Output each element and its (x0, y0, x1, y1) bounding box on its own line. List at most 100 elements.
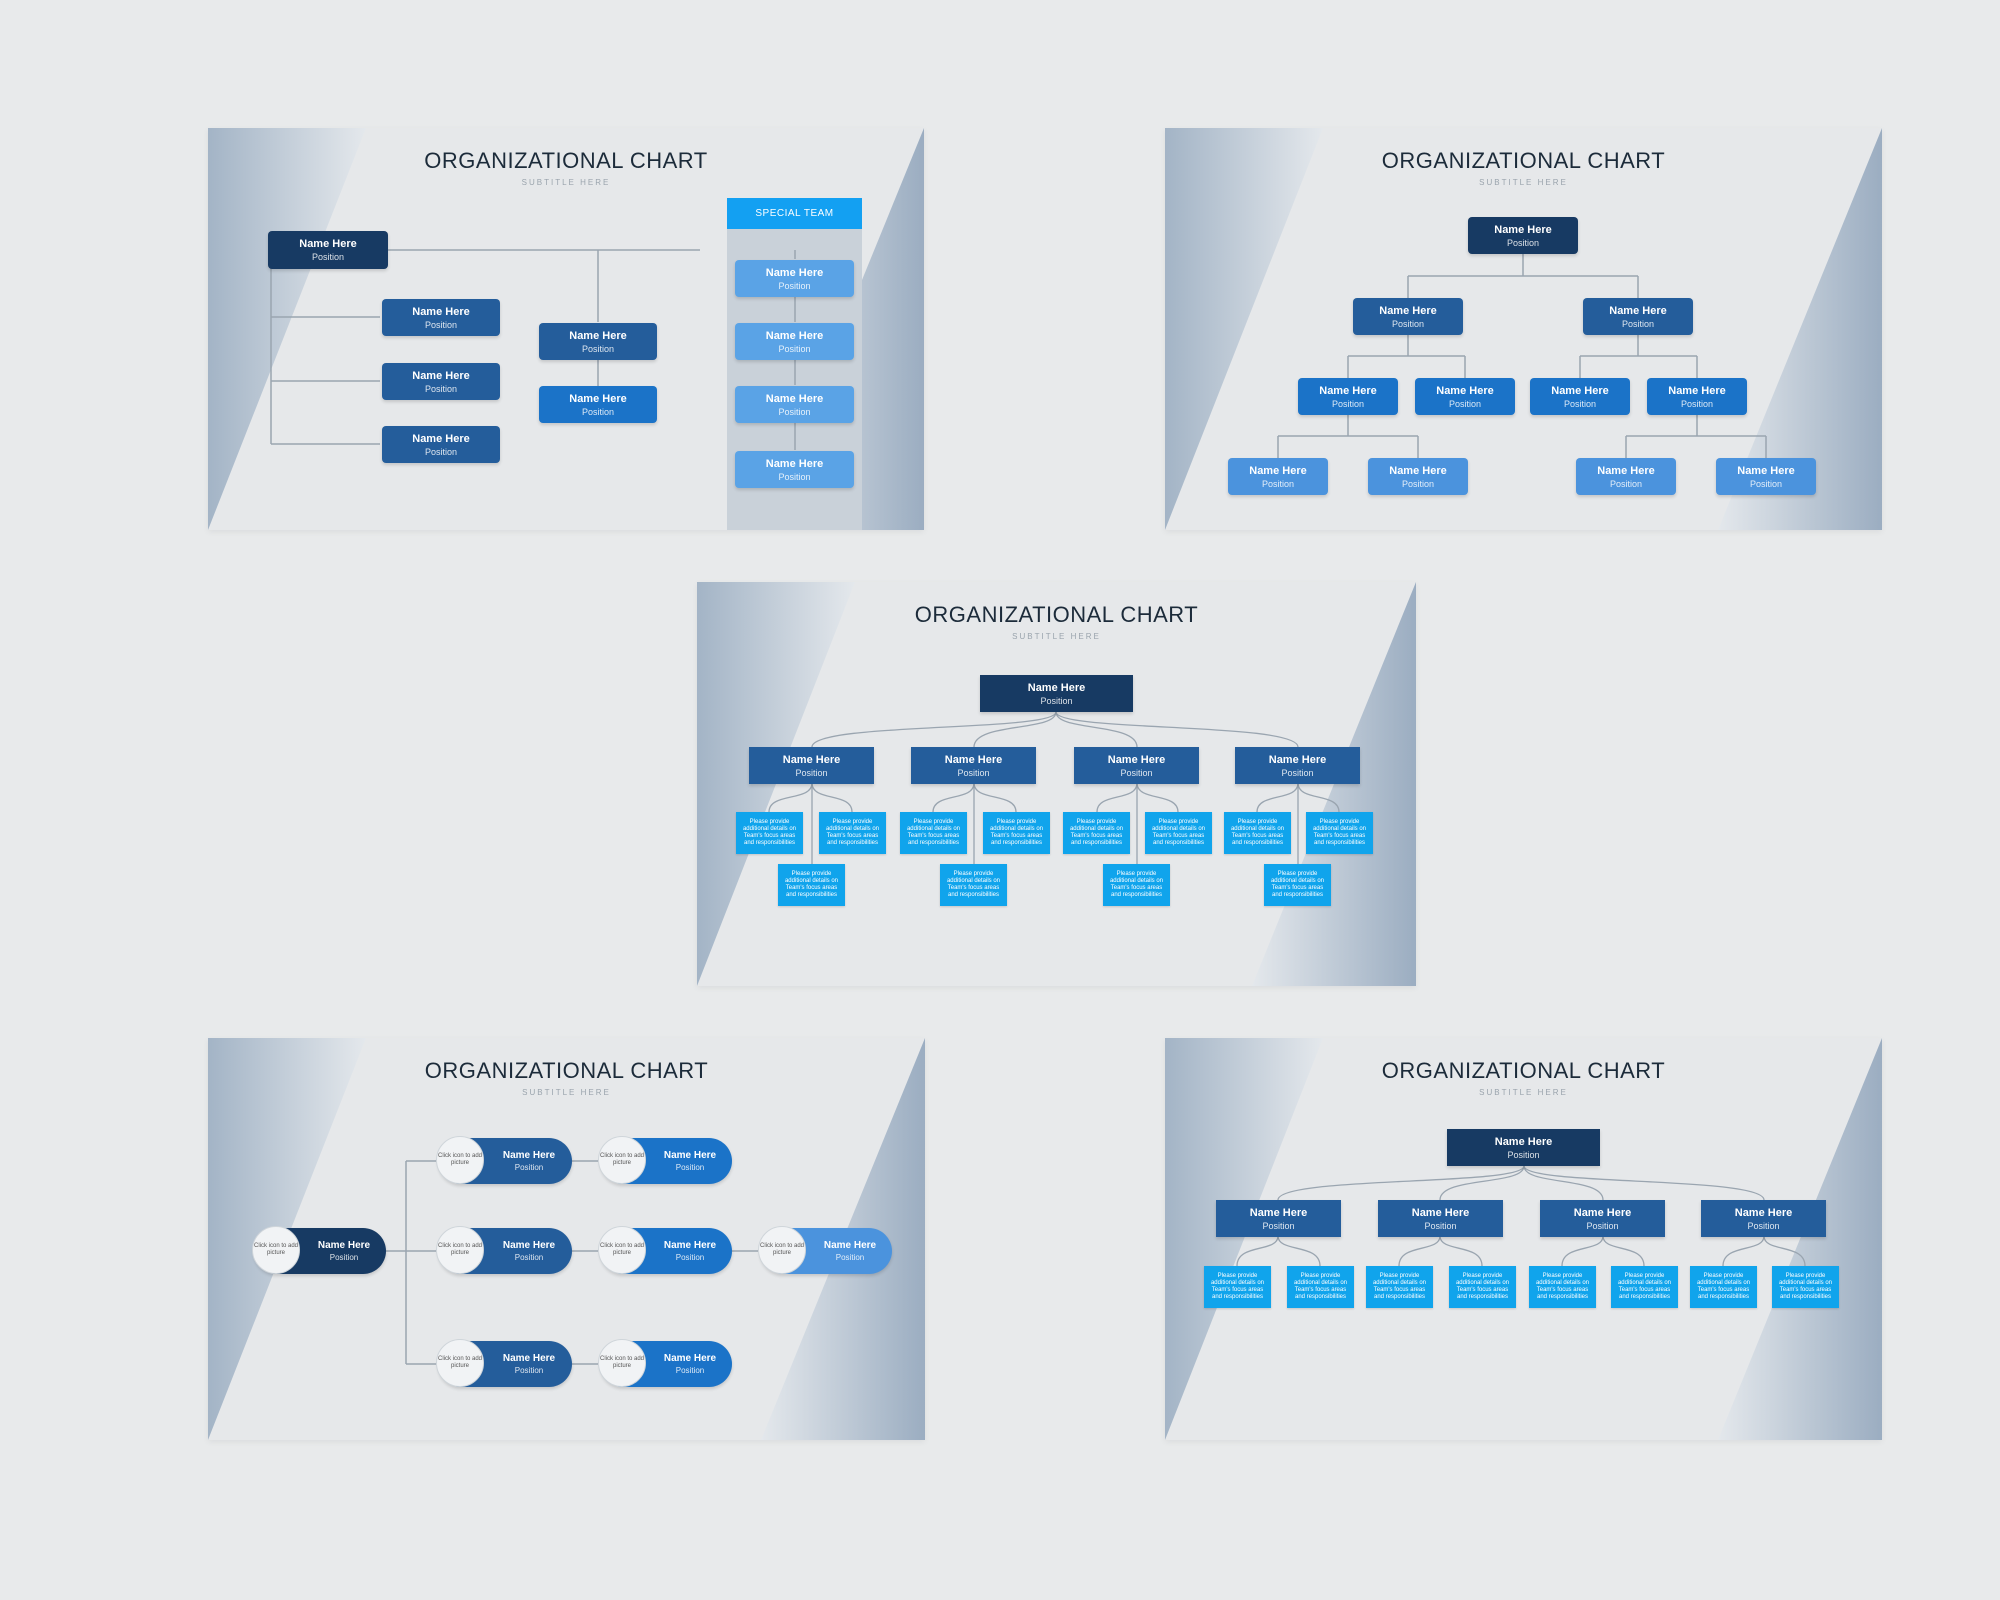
node-name: Name Here (1551, 384, 1609, 397)
node-position: Position (329, 1253, 359, 1262)
details-box[interactable]: Please provide additional details on Tea… (983, 812, 1050, 854)
details-box[interactable]: Please provide additional details on Tea… (1264, 864, 1331, 906)
left-node-3[interactable]: Name Here Position (382, 426, 500, 463)
top-node[interactable]: Name Here Position (268, 231, 388, 269)
left-node-2[interactable]: Name Here Position (382, 363, 500, 400)
team-node-1[interactable]: Name Here Position (735, 260, 854, 297)
team-node-3[interactable]: Name Here Position (735, 386, 854, 423)
node-position: Position (581, 343, 615, 354)
middle-node-2[interactable]: Name Here Position (539, 386, 657, 423)
node-position: Position (1586, 1220, 1619, 1231)
details-box[interactable]: Please provide additional details on Tea… (1366, 1266, 1433, 1308)
dept-node-3[interactable]: Name Here Position (1074, 747, 1199, 784)
details-box[interactable]: Please provide additional details on Tea… (1449, 1266, 1516, 1308)
slide-subtitle: SUBTITLE HERE (522, 1088, 611, 1097)
slide-title: ORGANIZATIONAL CHART (424, 148, 708, 173)
dept-node-2[interactable]: Name Here Position (1378, 1200, 1503, 1237)
details-box[interactable]: Please provide additional details on Tea… (1224, 812, 1291, 854)
level4-node-1[interactable]: Name Here Position (1228, 458, 1328, 495)
dept-node-4[interactable]: Name Here Position (1701, 1200, 1826, 1237)
node-position: Position (957, 767, 990, 778)
details-box[interactable]: Please provide additional details on Tea… (1204, 1266, 1271, 1308)
node-name: Name Here (765, 329, 824, 342)
level4-node-2[interactable]: Name Here Position (1368, 458, 1468, 495)
left-node-1[interactable]: Name Here Position (382, 299, 500, 336)
slide-2: ORGANIZATIONAL CHART SUBTITLE HERE (1165, 128, 1882, 530)
level3-node-4[interactable]: Name Here Position (1647, 378, 1747, 415)
node-name: Name Here (1436, 384, 1494, 397)
slide-background (1165, 128, 1882, 530)
top-node[interactable]: Name Here Position (1447, 1129, 1600, 1166)
top-node[interactable]: Name Here Position (980, 675, 1133, 712)
node-position: Position (1448, 398, 1482, 409)
picture-placeholder-icon[interactable]: Click icon to add picture (758, 1226, 806, 1274)
connector-lines (386, 1160, 758, 1365)
details-box[interactable]: Please provide additional details on Tea… (1690, 1266, 1757, 1308)
details-box[interactable]: Please provide additional details on Tea… (900, 812, 967, 854)
node-name: Name Here (944, 753, 1003, 766)
slide-subtitle: SUBTITLE HERE (521, 178, 611, 187)
connector-lines (1236, 1165, 1806, 1267)
dept-node-3[interactable]: Name Here Position (1540, 1200, 1665, 1237)
level4-node-4[interactable]: Name Here Position (1716, 458, 1816, 495)
level3-node-1[interactable]: Name Here Position (1298, 378, 1398, 415)
dept-node-4[interactable]: Name Here Position (1235, 747, 1360, 784)
picture-placeholder-icon[interactable]: Click icon to add picture (598, 1136, 646, 1184)
details-box[interactable]: Please provide additional details on Tea… (1063, 812, 1130, 854)
slide-title: ORGANIZATIONAL CHART (914, 602, 1199, 627)
node-name: Name Here (1107, 753, 1166, 766)
details-box[interactable]: Please provide additional details on Tea… (1529, 1266, 1596, 1308)
picture-placeholder-icon[interactable]: Click icon to add picture (252, 1226, 300, 1274)
team-node-4[interactable]: Name Here Position (735, 451, 854, 488)
slide-background (1165, 1038, 1882, 1440)
node-position: Position (1401, 478, 1435, 489)
details-box[interactable]: Please provide additional details on Tea… (1145, 812, 1212, 854)
picture-placeholder-icon[interactable]: Click icon to add picture (436, 1136, 484, 1184)
picture-placeholder-icon[interactable]: Click icon to add picture (598, 1339, 646, 1387)
node-position: Position (778, 406, 811, 417)
picture-placeholder-icon[interactable]: Click icon to add picture (598, 1226, 646, 1274)
details-box[interactable]: Please provide additional details on Tea… (736, 812, 803, 854)
node-name: Name Here (782, 753, 841, 766)
node-name: Name Here (1319, 384, 1377, 397)
details-box[interactable]: Please provide additional details on Tea… (819, 812, 886, 854)
dept-node-1[interactable]: Name Here Position (1216, 1200, 1341, 1237)
node-name: Name Here (1597, 464, 1655, 477)
details-box[interactable]: Please provide additional details on Tea… (778, 864, 845, 906)
node-position: Position (675, 1163, 705, 1172)
level3-node-3[interactable]: Name Here Position (1530, 378, 1630, 415)
team-node-2[interactable]: Name Here Position (735, 323, 854, 360)
middle-node-1[interactable]: Name Here Position (539, 323, 657, 360)
picture-placeholder-icon[interactable]: Click icon to add picture (436, 1339, 484, 1387)
picture-placeholder-icon[interactable]: Click icon to add picture (436, 1226, 484, 1274)
node-name: Name Here (823, 1240, 877, 1251)
details-box[interactable]: Please provide additional details on Tea… (1611, 1266, 1678, 1308)
details-box[interactable]: Please provide additional details on Tea… (1103, 864, 1170, 906)
dept-node-2[interactable]: Name Here Position (911, 747, 1036, 784)
level2-node-1[interactable]: Name Here Position (1353, 298, 1463, 335)
top-node[interactable]: Name Here Position (1468, 217, 1578, 254)
level4-node-3[interactable]: Name Here Position (1576, 458, 1676, 495)
node-position: Position (1331, 398, 1365, 409)
details-box[interactable]: Please provide additional details on Tea… (1772, 1266, 1839, 1308)
node-position: Position (1747, 1220, 1780, 1231)
details-box[interactable]: Please provide additional details on Tea… (940, 864, 1007, 906)
details-box[interactable]: Please provide additional details on Tea… (1306, 812, 1373, 854)
dept-node-1[interactable]: Name Here Position (749, 747, 874, 784)
node-name: Name Here (1737, 464, 1795, 477)
level3-node-2[interactable]: Name Here Position (1415, 378, 1515, 415)
node-name: Name Here (1494, 223, 1552, 236)
level2-node-2[interactable]: Name Here Position (1583, 298, 1693, 335)
slide-subtitle: SUBTITLE HERE (1479, 1088, 1568, 1097)
details-box[interactable]: Please provide additional details on Tea… (1287, 1266, 1354, 1308)
node-position: Position (675, 1253, 705, 1262)
slide-5: ORGANIZATIONAL CHART SUBTITLE HERE Name … (1165, 1038, 1882, 1440)
